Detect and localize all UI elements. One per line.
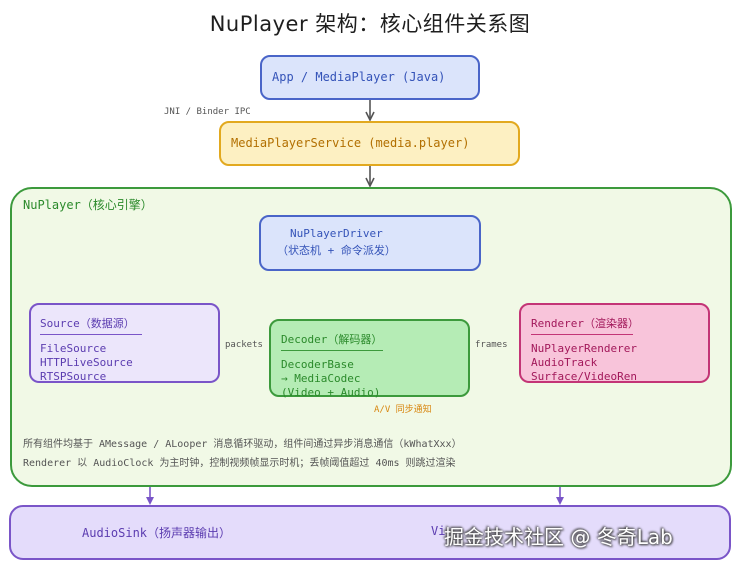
edge-label-frames: frames xyxy=(475,340,508,350)
source-item-filesource: FileSource xyxy=(40,342,107,355)
renderer-item-nuplayerrenderer: NuPlayerRenderer xyxy=(531,342,637,355)
output-sinks-container: AudioSink（扬声器输出） Vi xyxy=(9,505,731,560)
watermark: 掘金技术社区 @ 冬奇Lab xyxy=(444,525,673,549)
decoder-item-video-audio: (Video + Audio) xyxy=(281,386,381,399)
renderer-item-surface-videorenderer: Surface/VideoRen xyxy=(531,370,637,383)
decoder-title: Decoder（解码器） xyxy=(281,333,383,346)
nuplayerdriver-node: NuPlayerDriver （状态机 + 命令派发） xyxy=(259,215,481,271)
videosink-label: Vi xyxy=(431,524,446,538)
audiosink-label: AudioSink（扬声器输出） xyxy=(82,526,232,540)
nuplayerdriver-sublabel: （状态机 + 命令派发） xyxy=(277,244,396,257)
diagram-title: NuPlayer 架构：核心组件关系图 xyxy=(209,12,531,36)
decoder-node: Decoder（解码器） DecoderBase → MediaCodec (V… xyxy=(269,319,470,399)
renderer-node: Renderer（渲染器） NuPlayerRenderer AudioTrac… xyxy=(519,303,710,383)
app-mediaplayer-label: App / MediaPlayer (Java) xyxy=(272,70,446,84)
decoder-divider xyxy=(281,350,383,351)
edge-label-av-sync: A/V 同步通知 xyxy=(374,405,432,415)
mediaplayerservice-node: MediaPlayerService (media.player) xyxy=(219,121,520,166)
decoder-item-decoderbase: DecoderBase xyxy=(281,358,354,371)
renderer-title: Renderer（渲染器） xyxy=(531,317,639,330)
edge-label-jni: JNI / Binder IPC xyxy=(164,107,251,117)
note-message-loop: 所有组件均基于 AMessage / ALooper 消息循环驱动，组件间通过异… xyxy=(23,439,462,450)
source-item-httplivesource: HTTPLiveSource xyxy=(40,356,133,369)
app-mediaplayer-node: App / MediaPlayer (Java) xyxy=(260,55,480,100)
nuplayer-core-label: NuPlayer（核心引擎） xyxy=(23,198,153,212)
source-item-rtspsource: RTSPSource xyxy=(40,370,107,383)
renderer-item-audiotrack: AudioTrack xyxy=(531,356,598,369)
edge-label-packets: packets xyxy=(225,340,263,350)
source-node: Source（数据源） FileSource HTTPLiveSource RT… xyxy=(29,303,220,383)
source-divider xyxy=(40,334,142,335)
decoder-item-mediacodec: → MediaCodec xyxy=(281,372,361,385)
renderer-divider xyxy=(531,334,633,335)
note-audio-clock: Renderer 以 AudioClock 为主时钟，控制视频帧显示时机；丢帧阈… xyxy=(23,458,456,469)
mediaplayerservice-label: MediaPlayerService (media.player) xyxy=(231,136,470,150)
nuplayerdriver-label: NuPlayerDriver xyxy=(290,227,383,240)
source-title: Source（数据源） xyxy=(40,317,135,330)
